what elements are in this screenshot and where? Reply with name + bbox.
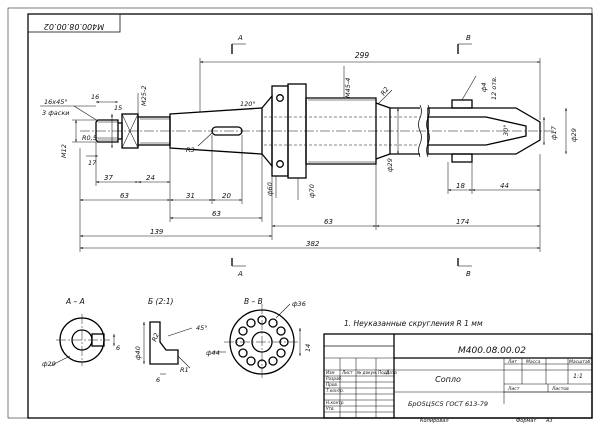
dim-phi29-right: ф29 xyxy=(570,128,578,142)
cut-marks: А А В В xyxy=(231,34,472,278)
lit-label: Лит xyxy=(507,359,517,365)
dim-phi60: ф60 xyxy=(266,182,274,196)
dim-20: 20 xyxy=(222,192,231,200)
inner-frame xyxy=(27,13,593,419)
format-value: А3 xyxy=(545,418,553,424)
dim-angle-120: 120° xyxy=(240,100,256,108)
dim-r3: R3 xyxy=(186,146,195,154)
role-approved: Утв. xyxy=(326,406,335,411)
dim-31: 31 xyxy=(186,192,195,200)
dim-16: 16 xyxy=(91,93,99,101)
role-tcontrol: Т.контр. xyxy=(326,388,344,393)
dim-139: 139 xyxy=(150,228,164,236)
s-r2: R2 xyxy=(150,332,160,343)
dim-44: 44 xyxy=(500,182,509,190)
section-vv-title: В – В xyxy=(244,297,263,306)
part-name: Сопло xyxy=(435,375,461,384)
sheet-label: Лист xyxy=(507,386,520,392)
title-code: М400.08.00.02 xyxy=(458,346,526,356)
cut-a-top: А xyxy=(237,34,243,42)
top-code-box: М400.08.00.02 xyxy=(27,13,121,33)
dim-382: 382 xyxy=(306,240,320,248)
col-list: Лист xyxy=(341,370,353,375)
col-doc: № докум. xyxy=(356,370,378,375)
section-aa-title: А – А xyxy=(65,297,85,306)
dimensions: 299 16 16х45° 3 фаски 15 M25-2 120° M45-… xyxy=(40,51,578,252)
mass-label: Масса xyxy=(526,359,541,365)
role-developer: Разраб. xyxy=(326,376,342,381)
dim-174: 174 xyxy=(456,218,469,226)
s-6: 6 xyxy=(116,344,120,352)
dim-phi29-tube: ф29 xyxy=(386,158,394,172)
s-phi36: ф36 xyxy=(292,300,306,308)
dim-m45: M45-4 xyxy=(344,78,352,98)
dim-chamfer: 16х45° xyxy=(44,98,68,106)
s-phi40: ф40 xyxy=(134,346,142,360)
main-view xyxy=(80,83,555,179)
role-ncontrol: Н.контр. xyxy=(326,400,345,405)
dim-angle-30: 30° xyxy=(502,124,510,136)
dim-18: 18 xyxy=(456,182,465,190)
dim-phi70: ф70 xyxy=(308,184,316,198)
dim-r05: R0,5 xyxy=(82,134,97,142)
dim-12-holes: 12 отв. xyxy=(490,76,498,100)
title-block: М400.08.00.02 Сопло Лит Масса Масштаб 1:… xyxy=(323,333,593,419)
sheets-label: Листов xyxy=(551,386,569,392)
scale-label: Масштаб xyxy=(569,359,591,365)
section-b: Б (2:1) ф40 R2 45° 6 R1 xyxy=(134,297,208,384)
cut-b-bottom: В xyxy=(466,270,471,278)
copied-label: Копировал xyxy=(420,418,449,424)
top-code-text: М400.08.00.02 xyxy=(44,22,104,31)
nozzle-section xyxy=(427,99,541,163)
s-phi44: ф44 xyxy=(206,349,220,357)
dim-63-left: 63 xyxy=(120,192,129,200)
col-izm: Изм xyxy=(326,370,335,375)
dim-m12: M12 xyxy=(60,144,68,158)
dim-63-right: 63 xyxy=(324,218,333,226)
section-b-title: Б (2:1) xyxy=(148,297,174,306)
s-45: 45° xyxy=(196,324,208,332)
dim-15: 15 xyxy=(114,104,122,112)
role-checker: Пров. xyxy=(326,382,338,387)
format-label: Формат xyxy=(516,418,537,424)
s-14: 14 xyxy=(304,344,312,352)
technical-note: 1. Неуказанные скругления R 1 мм xyxy=(344,319,483,328)
material-text: БрО5Ц5С5 ГОСТ 613-79 xyxy=(408,400,488,408)
col-sign: Подп xyxy=(378,370,390,375)
s-6b: 6 xyxy=(156,376,160,384)
section-v-v: В – В ф36 ф44 14 xyxy=(206,297,312,380)
dim-299: 299 xyxy=(355,51,370,60)
col-date: Дата xyxy=(385,370,397,375)
scale-value: 1:1 xyxy=(573,373,583,380)
cut-a-bottom: А xyxy=(237,270,243,278)
section-a-a: А – А ф29 6 xyxy=(42,297,120,368)
s-r1: R1 xyxy=(180,366,189,374)
s-phi29: ф29 xyxy=(42,360,56,368)
dim-r2: R2 xyxy=(379,85,391,97)
dim-m25: M25-2 xyxy=(140,86,148,106)
dim-phi17: ф17 xyxy=(550,125,558,140)
cut-b-top: В xyxy=(466,34,471,42)
dim-63-mid: 63 xyxy=(212,210,221,218)
dim-24: 24 xyxy=(146,174,155,182)
dim-chamfer-count: 3 фаски xyxy=(42,109,69,117)
dim-phi4: ф4 xyxy=(480,82,488,92)
dim-17: 17 xyxy=(88,159,97,167)
dim-37: 37 xyxy=(104,174,113,182)
